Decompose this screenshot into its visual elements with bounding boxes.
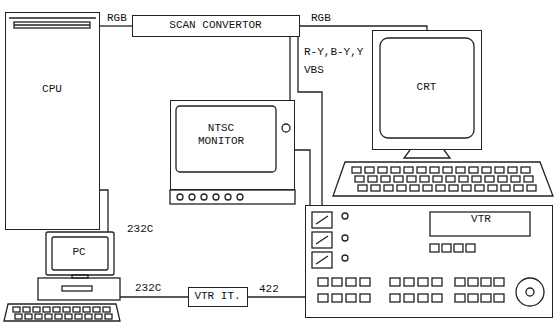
ntsc-monitor: NTSC MONITOR [170,100,295,190]
signal-cable [120,296,188,297]
node-label: CPU [6,83,98,96]
cpu-tower: CPU [5,12,100,230]
crt-monitor-drawing [333,38,553,196]
node-text: SCAN CONVERTOR [169,19,261,31]
scan-converter-box: SCAN CONVERTOR [132,15,300,37]
signal-label: 422 [258,283,280,295]
node-text: CPU [42,83,62,95]
signal-cable [248,296,305,297]
node-text: NTSC MONITOR [198,122,244,147]
signal-cable [289,37,290,100]
vtr-interface-box: VTR IT. [188,287,248,307]
signal-label: 232C [134,282,162,294]
node-label: PC [38,246,120,259]
node-text: CRT [417,81,437,93]
signal-label: VBS [303,64,325,76]
node-label: NTSC MONITOR [191,122,251,148]
crt-monitor: CRT [372,30,482,150]
vtr-deck: VTR [305,205,553,318]
signal-label: RGB [310,12,332,24]
signal-label: R-Y,B-Y,Y [303,46,364,58]
node-label: CRT [373,81,480,94]
node-text: PC [72,246,85,258]
signal-cable [100,190,108,232]
signal-cable [100,25,132,26]
pc-drawing [4,232,120,321]
signal-label: 232C [126,223,154,235]
node-text: VTR [471,213,491,225]
node-text: VTR IT. [194,290,240,302]
cpu-tower-detail [9,18,96,28]
signal-label: RGB [106,12,128,24]
node-label: VTR IT. [189,290,246,303]
signal-cable [295,150,310,205]
node-label: VTR [431,213,531,226]
node-label: SCAN CONVERTOR [133,19,298,32]
pc-computer: PC [38,232,120,302]
vtr-deck-drawing [312,212,544,306]
